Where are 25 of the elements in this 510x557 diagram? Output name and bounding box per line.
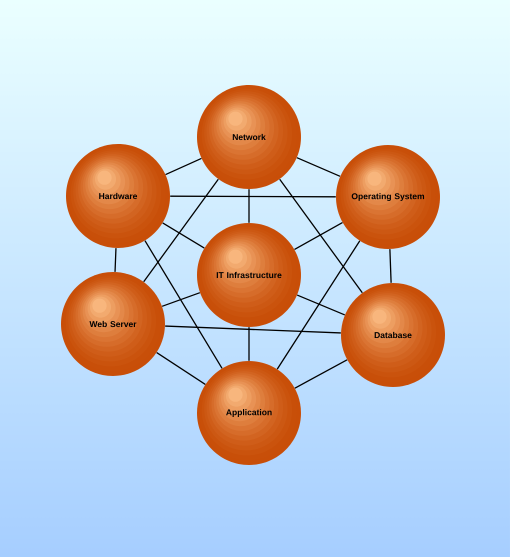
connector-line [389,249,392,283]
sphere: IT Infrastructure [197,223,301,327]
connector-line [162,222,205,249]
connector-line [294,359,348,389]
connector-line [296,294,346,316]
sphere: Database [341,283,445,387]
connector-line [294,222,343,250]
sphere: Web Server [61,272,165,376]
connector-line [162,292,200,307]
connector-line [143,178,219,282]
connector-line [165,158,202,176]
sphere: Application [197,361,301,465]
sphere: Operating System [336,145,440,249]
sphere: Network [197,85,301,189]
connector-line [165,325,341,334]
connector-line [170,196,336,198]
sphere: Hardware [66,144,170,248]
connector-line [296,157,340,177]
connector-line [279,178,363,294]
connector-line [114,248,117,272]
connector-line [156,352,206,385]
connector-line [144,240,223,369]
connector-line [248,327,250,361]
connector-line [248,189,250,223]
connector-line [276,240,360,370]
